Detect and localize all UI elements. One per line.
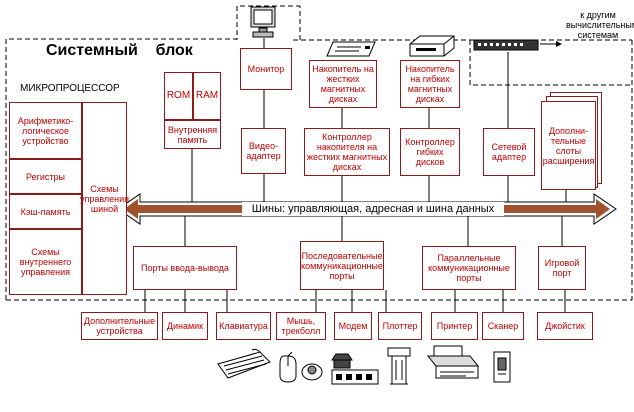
hdd-box: Накопитель на жестких магнитных дисках bbox=[309, 60, 377, 108]
memory-label-box: Внутренняя память bbox=[164, 120, 221, 149]
scanner-box: Сканер bbox=[482, 312, 524, 340]
video-adapter-box: Видео-адаптер bbox=[241, 128, 286, 174]
alu-box: Арифметико-логическое устройство bbox=[9, 102, 82, 159]
fdd-box: Накопитель на гибких магнитных дисках bbox=[400, 60, 460, 108]
other-systems-label: к другим вычислительным системам bbox=[566, 10, 634, 40]
network-hub-icon bbox=[473, 39, 539, 51]
printer-box: Принтер bbox=[431, 312, 478, 340]
plotter-box: Плоттер bbox=[378, 312, 422, 340]
rom-box: ROM bbox=[164, 72, 193, 120]
cache-box: Кэш-память bbox=[9, 194, 82, 229]
keyboard-icon bbox=[217, 348, 271, 379]
mouse-icon bbox=[279, 352, 323, 383]
monitor-icon bbox=[250, 6, 276, 38]
extra-devices-box: Дополнительные устройства bbox=[81, 312, 158, 340]
fdd-controller-box: Контроллер гибких дисков bbox=[400, 128, 460, 176]
printer-icon bbox=[426, 345, 480, 379]
modem-box: Модем bbox=[334, 312, 372, 340]
plotter-icon bbox=[387, 347, 411, 385]
network-area-border bbox=[469, 40, 632, 86]
floppy-drive-icon bbox=[409, 35, 455, 57]
microprocessor-label: МИКРОПРОЦЕССОР bbox=[20, 83, 120, 94]
modem-icon bbox=[331, 353, 379, 385]
mouse-box: Мышь, трекболл bbox=[276, 312, 326, 340]
game-port-box: Игровой порт bbox=[538, 246, 586, 290]
joystick-box: Джойстик bbox=[537, 312, 593, 340]
hdd-controller-box: Контроллер накопителя на жестких магнитн… bbox=[304, 128, 390, 176]
internal-control-box: Схемы внутреннего управления bbox=[9, 229, 82, 295]
serial-ports-box: Последовательные коммуникационные порты bbox=[300, 241, 384, 290]
expansion-slots-box: Дополни-тельные слоты расширения bbox=[541, 101, 596, 190]
hdd-icon bbox=[326, 41, 376, 57]
ram-box: RAM bbox=[193, 72, 221, 120]
scanner-icon bbox=[493, 351, 511, 383]
system-unit-title: Системный блок bbox=[46, 42, 193, 59]
speaker-box: Динамик bbox=[162, 312, 208, 340]
keyboard-box: Клавиатура bbox=[216, 312, 271, 340]
io-ports-box: Порты ввода-вывода bbox=[133, 246, 237, 290]
monitor-box: Монитор bbox=[240, 48, 292, 90]
network-adapter-box: Сетевой адаптер bbox=[483, 128, 535, 176]
parallel-ports-box: Параллельные коммуникационные порты bbox=[422, 246, 516, 290]
bus-control-box: Схемы управления шиной bbox=[80, 102, 129, 295]
registers-box: Регистры bbox=[9, 159, 82, 194]
bus-label: Шины: управляющая, адресная и шина данны… bbox=[251, 203, 495, 215]
